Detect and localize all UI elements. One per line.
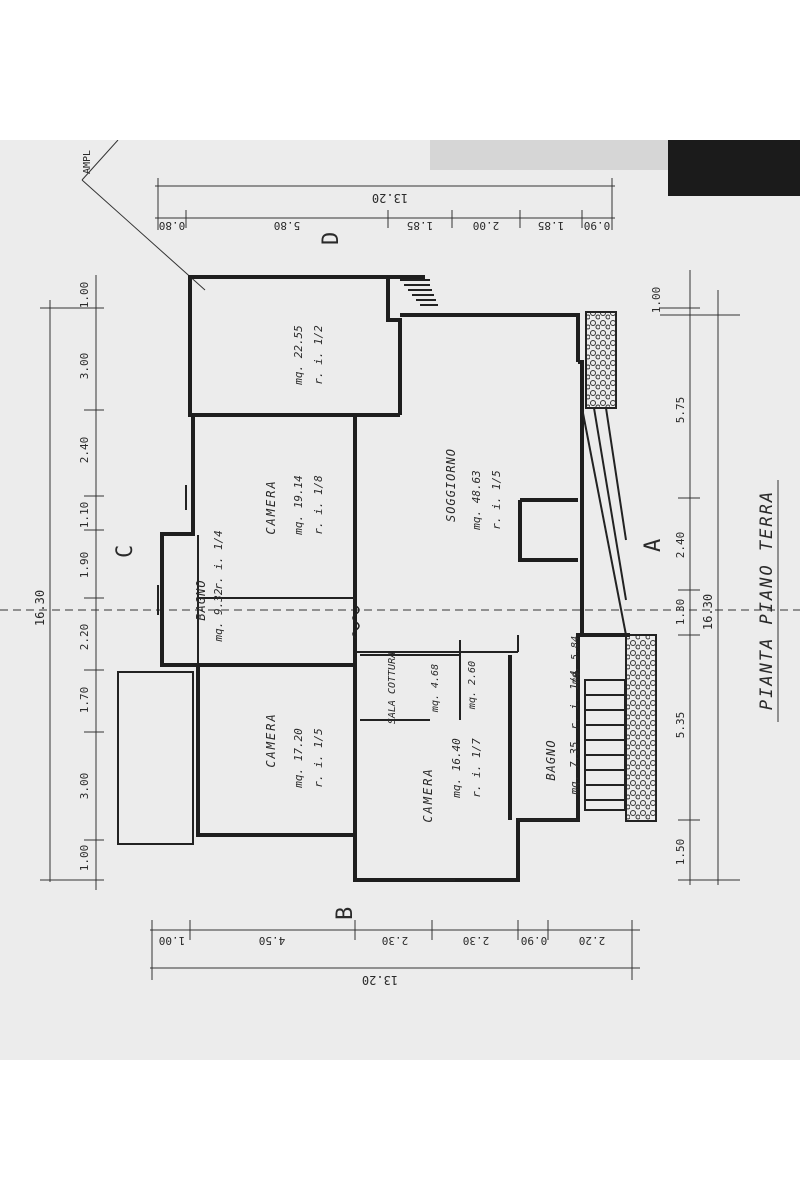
right-dim-1: 1.00 [650,287,663,314]
bottom-dim-3: 2.30 [382,934,409,947]
left-dim-7: 1.70 [78,687,91,714]
planter-top [585,311,617,409]
left-dim-8: 3.00 [78,773,91,800]
top-dim-3: 1.85 [407,219,434,232]
walkway-lines [581,407,627,636]
floor-plan-sheet: 13.20 0.80 5.80 1.85 2.00 1.85 0.90 AMPL… [0,139,800,1060]
right-dim-5: 5.35 [674,712,687,739]
bottom-dimension-lines [150,920,640,980]
room-2-ratio: r. i. 1/8 [312,475,325,535]
room-4-name: BAGNO [194,579,208,620]
bottom-overall-dimension: 13.20 [362,973,398,987]
left-dim-6: 2.20 [78,624,91,651]
bottom-dim-1: 1.00 [159,934,186,947]
leader-line [81,139,119,181]
left-overall-dimension: 16.30 [33,590,47,626]
right-overall-dimension: 16.30 [701,594,715,630]
break-line [352,605,360,639]
top-dimension-lines [155,178,615,230]
top-dim-6: 0.90 [584,219,611,232]
left-dim-5: 1.90 [78,552,91,579]
bottom-dim-4: 2.30 [463,934,490,947]
room-1-ratio: r. i. 1/2 [312,325,325,385]
room-8-ratio: r. i. 1/7 [470,738,483,798]
right-dim-2: 5.75 [674,397,687,424]
section-mark-c: C [113,545,138,558]
room-8-name: CAMERA [421,767,435,822]
room-9-name: BAGNO [544,739,558,780]
left-dim-3: 2.40 [78,437,91,464]
left-dim-2: 3.00 [78,353,91,380]
room-2-area: mq. 19.14 [292,475,305,536]
room-4-ratio: r. i. 1/4 [212,530,225,590]
bottom-dim-5: 0.90 [521,934,548,947]
section-mark-b: B [333,907,358,920]
room-2-name: CAMERA [264,479,278,534]
stairs-top [400,279,438,306]
room-5-area: mq. 17.20 [292,728,305,789]
room-3-name: SOGGIORNO [444,448,458,522]
room-1-area: mq. 22.55 [292,325,305,386]
top-dim-2: 5.80 [274,219,301,232]
room-7-area: mq. 2.60 [467,661,478,710]
left-dim-4: 1.10 [78,502,91,529]
room-3-ratio: r. i. 1/5 [490,470,503,530]
room-4-area: mq. 9.32 [212,588,225,642]
paper-shadow [430,140,670,170]
window-marks [157,314,570,881]
left-dim-9: 1.00 [78,845,91,872]
terrace [117,671,194,845]
leader-line-2 [81,179,206,291]
interior-walls [162,413,580,835]
room-5-name: CAMERA [264,712,278,767]
room-6-area: mq. 4.68 [430,664,441,713]
left-dimension-lines [40,275,104,890]
top-label-fragment: AMPL [82,150,93,174]
right-dim-3: 2.40 [674,532,687,559]
room-5-ratio: r. i. 1/5 [312,728,325,788]
right-dim-6: 1.50 [674,839,687,866]
right-dim-4: 1.30 [674,599,687,626]
top-dim-5: 1.85 [538,219,565,232]
section-mark-a: A [641,539,666,552]
bottom-dim-6: 2.20 [579,934,606,947]
bottom-dim-2: 4.50 [259,934,286,947]
dark-corner [668,140,800,196]
room-8-area: mq. 16.40 [450,738,463,799]
paper-background [0,140,800,1060]
room-10-area: mq. 5.84 [570,636,581,685]
section-mark-d: D [319,232,344,245]
room-9-ratio: r. i. 1/4 [568,670,581,730]
planter-bottom [625,634,657,822]
floor-plan-drawing: 13.20 0.80 5.80 1.85 2.00 1.85 0.90 AMPL… [0,139,800,1060]
right-dimension-lines [660,270,740,885]
room-9-area: mq. 7.35 [568,742,581,796]
top-dim-1: 0.80 [159,219,186,232]
room-6-name: SALA COTTURA [387,652,398,724]
top-dim-4: 2.00 [473,219,500,232]
left-dim-1: 1.00 [78,282,91,309]
top-overall-dimension: 13.20 [372,191,408,205]
plan-title: PIANTA PIANO TERRA [757,490,777,710]
room-3-area: mq. 48.63 [470,470,483,531]
